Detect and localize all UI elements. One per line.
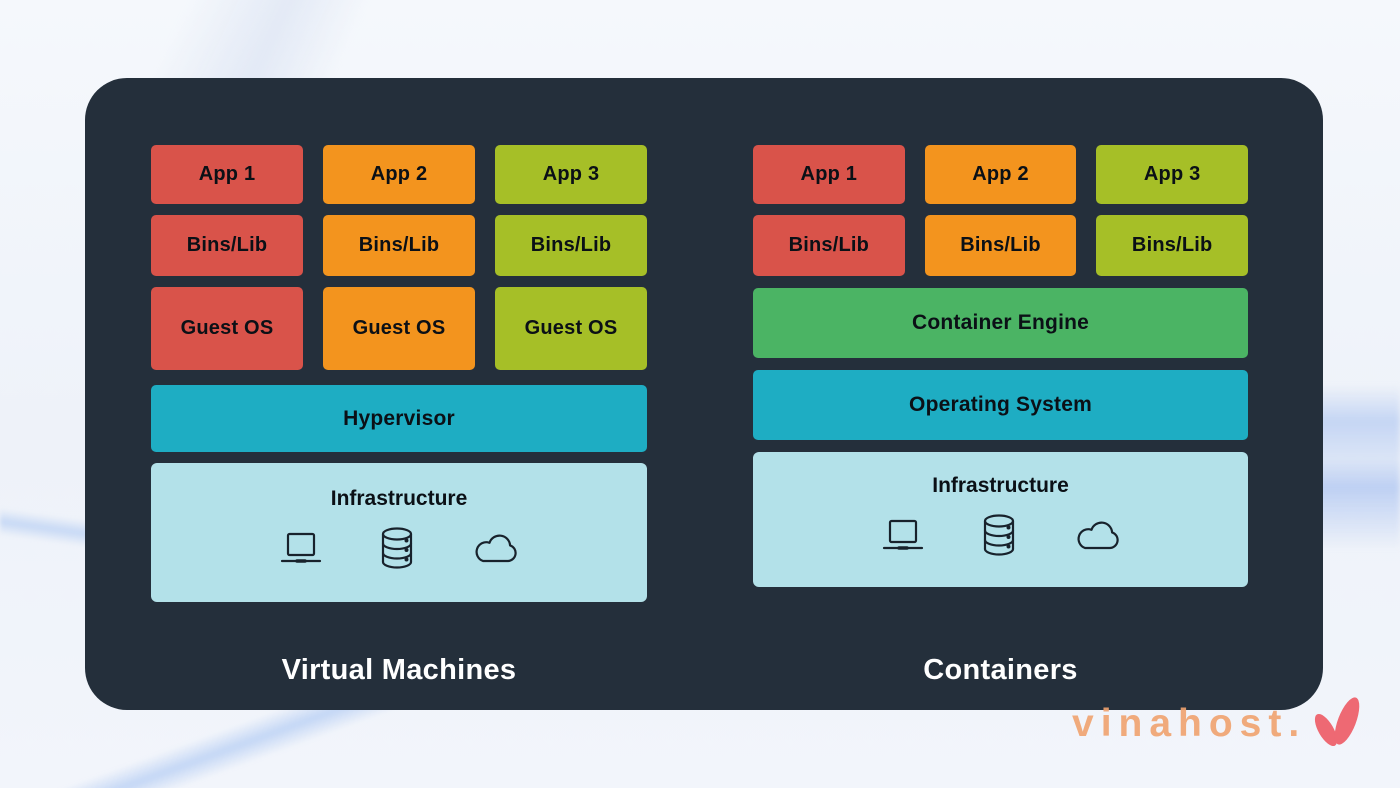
vm-bins3-box: Bins/Lib: [495, 215, 647, 276]
cloud-icon: [471, 532, 519, 565]
container-stack-columns: App 1 Bins/Lib App 2 Bins/Lib App 3 Bins…: [753, 145, 1249, 276]
vm-stack-col-2: App 2 Bins/Lib Guest OS: [323, 145, 475, 370]
operating-system-box: Operating System: [753, 370, 1248, 440]
database-icon: [981, 513, 1017, 557]
vm-bins1-box: Bins/Lib: [151, 215, 303, 276]
ct-app2-box: App 2: [924, 145, 1077, 204]
vm-stack-col-3: App 3 Bins/Lib Guest OS: [495, 145, 647, 370]
vm-app2-box: App 2: [323, 145, 475, 204]
vm-app3-box: App 3: [495, 145, 647, 204]
vm-bins2-box: Bins/Lib: [323, 215, 475, 276]
vm-app1-box: App 1: [151, 145, 303, 204]
containers-section: App 1 Bins/Lib App 2 Bins/Lib App 3 Bins…: [753, 145, 1249, 587]
ct-bins2-box: Bins/Lib: [924, 215, 1077, 276]
vm-infrastructure-label: Infrastructure: [330, 487, 468, 510]
ct-infrastructure-label: Infrastructure: [932, 474, 1069, 497]
container-stack-col-3: App 3 Bins/Lib: [1096, 145, 1249, 276]
ct-bins1-box: Bins/Lib: [753, 215, 905, 276]
vm-guestos1-box: Guest OS: [151, 287, 303, 370]
virtual-machines-section: App 1 Bins/Lib Guest OS App 2 Bins/Lib G…: [151, 145, 647, 602]
laptop-icon: [279, 530, 323, 566]
laptop-icon: [881, 517, 925, 553]
vm-guestos3-box: Guest OS: [495, 287, 647, 370]
vm-stack-col-1: App 1 Bins/Lib Guest OS: [151, 145, 303, 370]
database-icon: [379, 526, 415, 570]
ct-app3-box: App 3: [1096, 145, 1249, 204]
ct-infrastructure-box: Infrastructure: [753, 452, 1248, 587]
ct-app1-box: App 1: [753, 145, 905, 204]
vm-infrastructure-icons: [279, 526, 519, 570]
hypervisor-box: Hypervisor: [151, 385, 647, 452]
container-engine-box: Container Engine: [753, 288, 1248, 358]
container-stack-col-2: App 2 Bins/Lib: [924, 145, 1077, 276]
vm-infrastructure-box: Infrastructure: [151, 463, 647, 602]
containers-title: Containers: [923, 654, 1078, 686]
v-check-logo-icon: [1306, 686, 1368, 767]
container-stack-col-1: App 1 Bins/Lib: [753, 145, 905, 276]
ct-infrastructure-icons: [881, 513, 1121, 557]
ct-bins3-box: Bins/Lib: [1096, 215, 1249, 276]
cloud-icon: [1073, 519, 1121, 552]
vm-guestos2-box: Guest OS: [323, 287, 475, 370]
vm-stack-columns: App 1 Bins/Lib Guest OS App 2 Bins/Lib G…: [151, 145, 647, 370]
vm-vs-containers-diagram-panel: App 1 Bins/Lib Guest OS App 2 Bins/Lib G…: [85, 78, 1323, 710]
virtual-machines-title: Virtual Machines: [281, 654, 517, 686]
